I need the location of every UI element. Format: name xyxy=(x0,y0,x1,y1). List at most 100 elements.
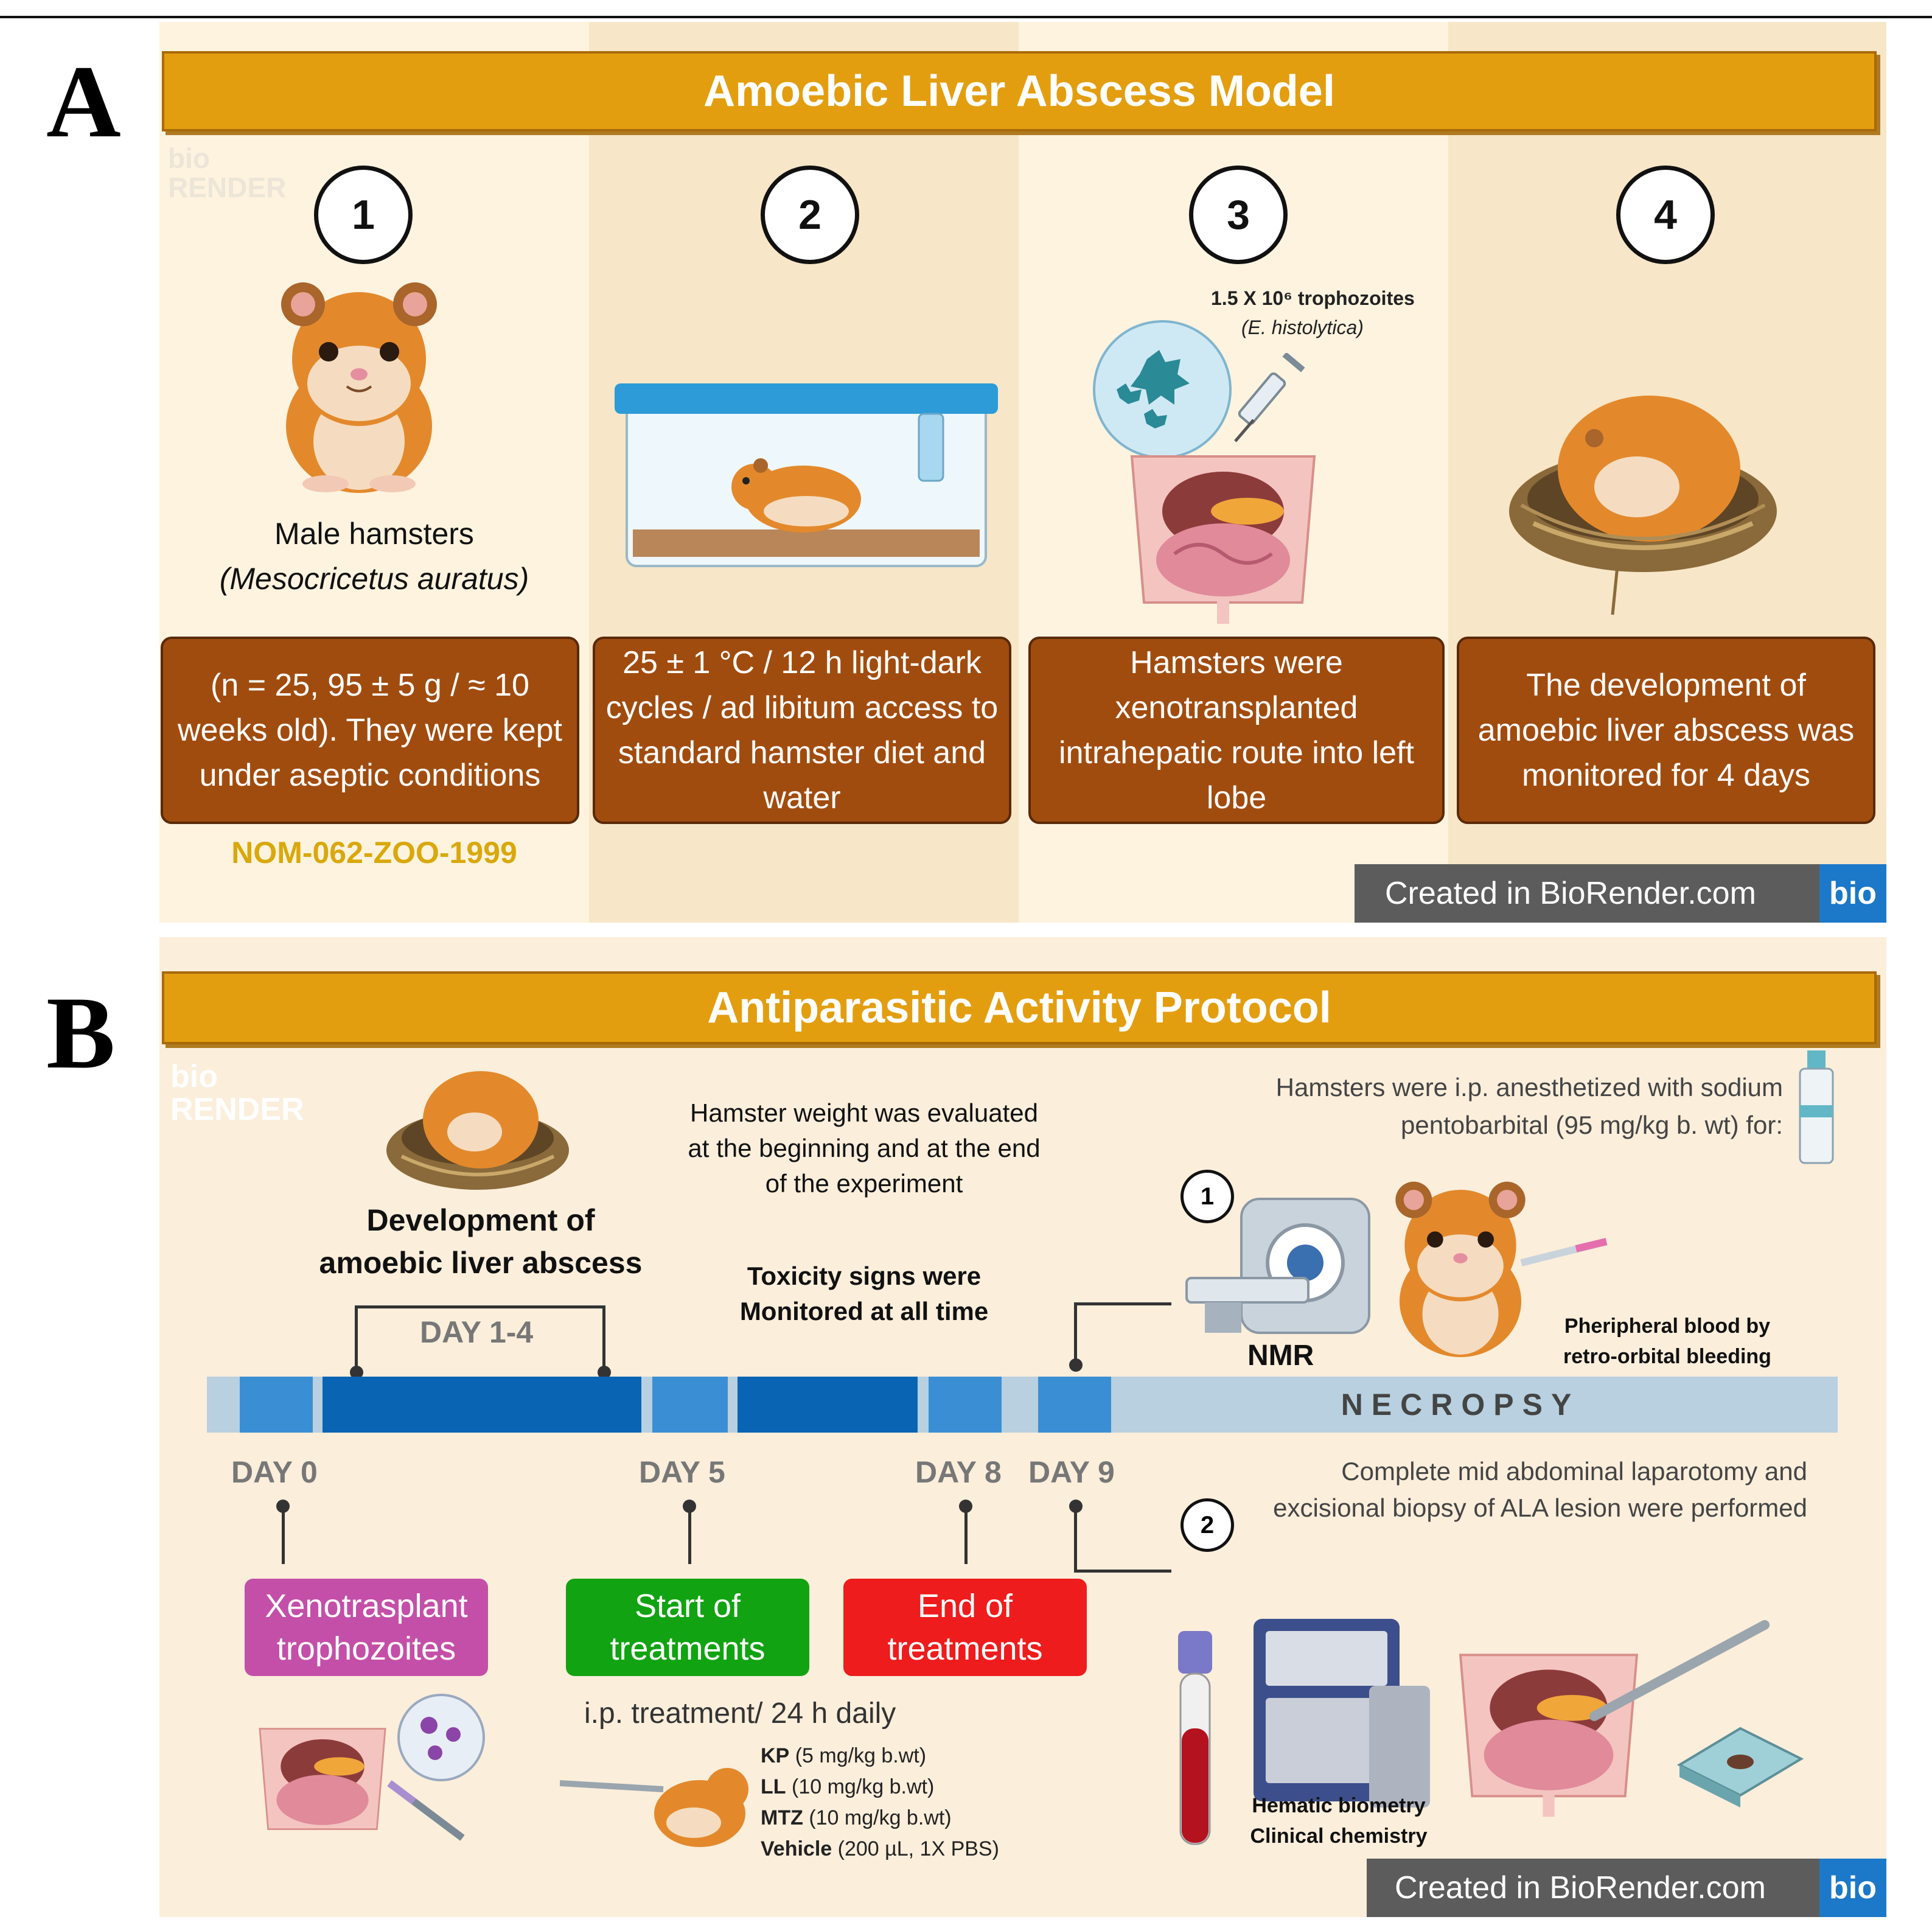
day-0-label: DAY 0 xyxy=(231,1455,318,1489)
day-5-label: DAY 5 xyxy=(639,1455,725,1489)
treatment-list: KP (5 mg/kg b.wt) LL (10 mg/kg b.wt) MTZ… xyxy=(761,1741,999,1865)
event-xenotransplant: Xenotrasplant trophozoites xyxy=(245,1579,488,1676)
bracket-right xyxy=(602,1305,605,1369)
panel-b-title: Antiparasitic Activity Protocol xyxy=(162,971,1877,1044)
amoeba-icon xyxy=(397,1694,485,1781)
abdomen-icon xyxy=(1459,1654,1639,1817)
step-4-description: The development of amoebic liver abscess… xyxy=(1457,637,1875,824)
abdomen-icon xyxy=(259,1728,386,1830)
biorender-credit-a: Created in BioRender.com bio xyxy=(1355,864,1886,923)
treatment-dose: (10 mg/kg b.wt) xyxy=(809,1806,952,1829)
timeline-seg-day0 xyxy=(240,1377,313,1433)
biorender-logo: bio xyxy=(1819,864,1886,923)
analyzer-icon xyxy=(1254,1619,1430,1808)
day9-dot xyxy=(1069,1500,1083,1513)
event-start-text: Start of treatments xyxy=(610,1588,765,1667)
treatment-name: LL xyxy=(761,1775,786,1798)
abdomen-icon xyxy=(1130,455,1316,624)
day5-line xyxy=(688,1509,691,1564)
biorender-credit-b: Created in BioRender.com bio xyxy=(1367,1859,1886,1917)
development-label: Development of amoebic liver abscess xyxy=(319,1203,643,1280)
trophozoite-label-line2: (E. histolytica) xyxy=(1241,316,1364,338)
step-4-number: 4 xyxy=(1616,166,1715,264)
day9-top-vline xyxy=(1074,1302,1077,1363)
step-3-text: Hamsters were xenotransplanted intrahepa… xyxy=(1059,645,1414,816)
panel-b: B Antiparasitic Activity Protocol bio RE… xyxy=(0,925,1932,1928)
step-2-description: 25 ± 1 °C / 12 h light-dark cycles / ad … xyxy=(593,637,1011,824)
treatment-name: MTZ xyxy=(761,1806,803,1829)
norm-label: NOM-062-ZOO-1999 xyxy=(231,836,517,870)
treatment-title: i.p. treatment/ 24 h daily xyxy=(584,1697,896,1730)
syringe-icon xyxy=(387,1780,465,1841)
blood-label: Pheripheral blood by retro-orbital bleed… xyxy=(1563,1315,1771,1368)
bracket-top xyxy=(355,1305,605,1308)
panel-a-letter: A xyxy=(46,44,121,159)
day9-line xyxy=(1074,1509,1077,1573)
slide-icon xyxy=(1676,1727,1804,1808)
hamster-label-line1: Male hamsters xyxy=(274,517,474,551)
step-1-description: (n = 25, 95 ± 5 g / ≈ 10 weeks old). The… xyxy=(161,637,579,824)
panel-a-title: Amoebic Liver Abscess Model xyxy=(162,51,1877,131)
timeline-seg-day1-4 xyxy=(323,1377,641,1433)
step-3-description: Hamsters were xenotransplanted intrahepa… xyxy=(1028,637,1445,824)
necropsy-step-1: 1 xyxy=(1180,1170,1234,1223)
step-2-text: 25 ± 1 °C / 12 h light-dark cycles / ad … xyxy=(605,645,999,816)
amoeba-icon xyxy=(1093,320,1232,459)
nest-icon xyxy=(1509,396,1777,615)
treatment-name: Vehicle xyxy=(761,1837,832,1860)
timeline-seg-day5 xyxy=(652,1377,728,1433)
cage-icon xyxy=(615,383,998,567)
timeline-seg-day6-7 xyxy=(738,1377,918,1433)
blood-tube-icon xyxy=(1178,1631,1212,1845)
treatment-dose: (10 mg/kg b.wt) xyxy=(792,1775,935,1798)
day8-dot xyxy=(959,1500,972,1513)
anesthesia-note: Hamsters were i.p. anesthetized with sod… xyxy=(1275,1073,1783,1139)
biometry-label-line1: Hematic biometry xyxy=(1252,1794,1426,1817)
necropsy-label: NECROPSY xyxy=(1341,1388,1580,1422)
panel-b-letter: B xyxy=(46,976,116,1090)
watermark: bio RENDER xyxy=(168,142,287,203)
day-8-label: DAY 8 xyxy=(915,1455,1002,1489)
hamster-icon xyxy=(1395,1181,1526,1357)
mri-scanner-icon xyxy=(1185,1198,1370,1334)
day-9-label: DAY 9 xyxy=(1028,1455,1115,1489)
treatment-dose: (5 mg/kg b.wt) xyxy=(795,1744,927,1767)
event-xenotransplant-text: Xenotrasplant trophozoites xyxy=(265,1588,468,1667)
vial-icon xyxy=(1799,1050,1834,1164)
day0-line xyxy=(282,1509,285,1564)
credit-text: Created in BioRender.com xyxy=(1385,876,1756,911)
step-4-text: The development of amoebic liver abscess… xyxy=(1477,668,1855,793)
toxicity-note: Toxicity signs were Monitored at all tim… xyxy=(739,1262,989,1326)
panel-a: A Amoebic Liver Abscess Model bio RENDER… xyxy=(0,0,1932,925)
nmr-label: NMR xyxy=(1247,1339,1314,1372)
step-3-number: 3 xyxy=(1189,166,1288,264)
day8-line xyxy=(964,1509,968,1564)
day0-dot xyxy=(276,1500,290,1513)
scalpel-icon xyxy=(1589,1620,1770,1721)
bracket-dot-right xyxy=(598,1366,611,1379)
timeline-seg-day9 xyxy=(1038,1377,1111,1433)
treatment-name: KP xyxy=(761,1744,790,1767)
top-rule xyxy=(0,16,1932,18)
weight-note: Hamster weight was evaluated at the begi… xyxy=(688,1098,1041,1198)
step-2-number: 2 xyxy=(761,166,859,264)
biometry-label-line2: Clinical chemistry xyxy=(1250,1825,1428,1848)
necropsy-step-2: 2 xyxy=(1180,1498,1234,1552)
bracket-left xyxy=(355,1305,358,1369)
day-range-label: DAY 1-4 xyxy=(420,1315,534,1349)
laparotomy-note: Complete mid abdominal laparotomy and ex… xyxy=(1273,1457,1807,1522)
bracket-dot-left xyxy=(350,1366,363,1379)
day9-top-dot xyxy=(1069,1358,1083,1372)
trophozoite-label-line1: 1.5 X 10⁶ trophozoites xyxy=(1211,287,1415,309)
day9-hline xyxy=(1074,1570,1171,1573)
watermark: bio RENDER xyxy=(170,1059,304,1127)
event-start-treatments: Start of treatments xyxy=(566,1579,809,1676)
step-1-number: 1 xyxy=(314,166,413,264)
biorender-logo: bio xyxy=(1819,1859,1886,1917)
day5-dot xyxy=(683,1500,696,1513)
treatment-dose: (200 µL, 1X PBS) xyxy=(837,1837,999,1860)
treatment-item: KP (5 mg/kg b.wt) xyxy=(761,1741,999,1772)
treatment-item: LL (10 mg/kg b.wt) xyxy=(761,1772,999,1803)
day9-top-hline xyxy=(1074,1302,1171,1305)
event-end-treatments: End of treatments xyxy=(843,1579,1087,1676)
